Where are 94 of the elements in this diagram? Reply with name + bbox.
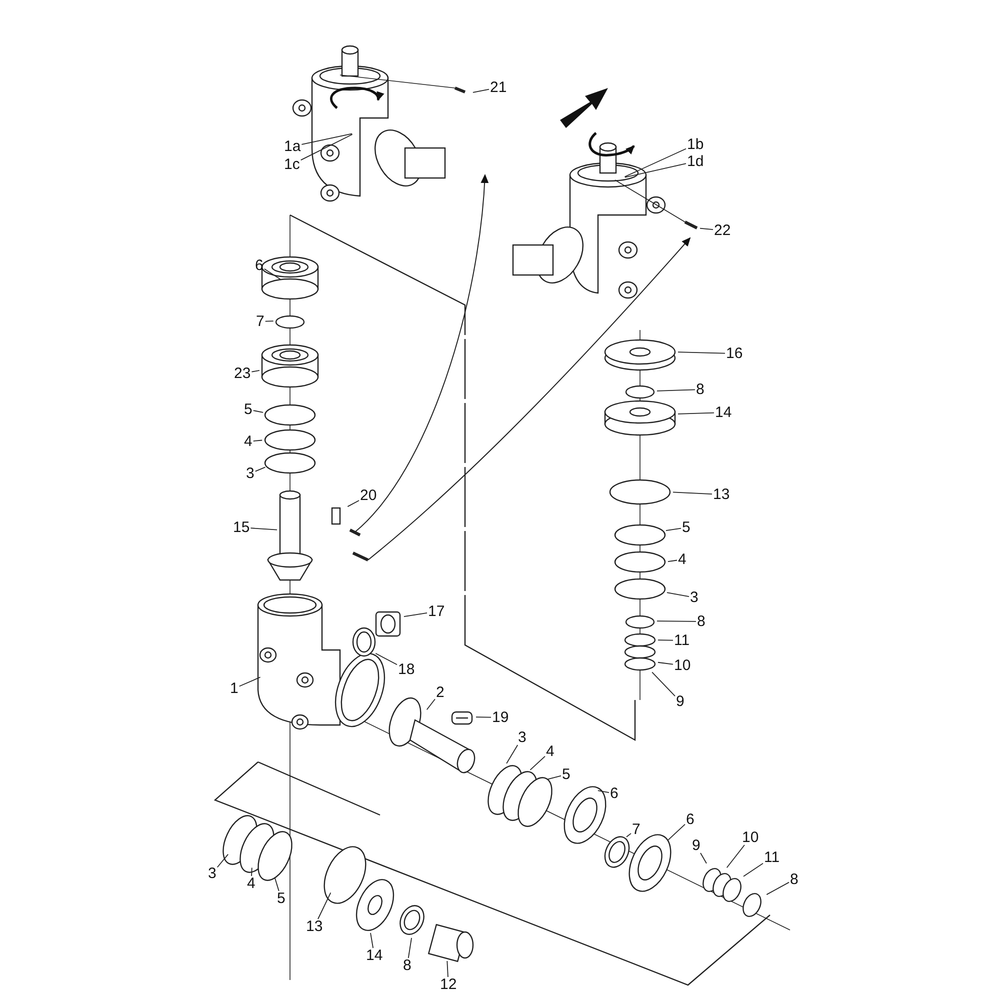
callout-number: 23 (234, 366, 251, 381)
leader-line (678, 412, 714, 414)
callout-number: 18 (398, 662, 415, 677)
callout-number: 8 (403, 958, 412, 973)
callout-number: 1 (230, 681, 238, 696)
callout-number: 21 (490, 80, 507, 95)
leader-line (743, 862, 764, 877)
leader-line (678, 352, 726, 354)
callout-number: 4 (546, 744, 554, 759)
leader-line (658, 640, 674, 641)
leader-line (506, 744, 518, 764)
leader-line (700, 228, 714, 230)
callout-number: 2 (436, 685, 444, 700)
leader-line (476, 716, 492, 718)
leader-line (251, 370, 260, 372)
callout-number: 3 (246, 466, 254, 481)
leader-line (547, 775, 562, 780)
callout-number: 1b (687, 137, 704, 152)
callout-number: 6 (686, 812, 694, 827)
callout-number: 22 (714, 223, 731, 238)
callout-number: 6 (255, 258, 264, 273)
callout-number: 8 (697, 614, 706, 629)
leader-line (624, 163, 686, 178)
leader-line (598, 790, 610, 793)
callout-number: 14 (715, 405, 732, 420)
callout-number: 10 (674, 658, 691, 673)
leader-line (658, 662, 674, 665)
callout-number: 7 (632, 822, 640, 837)
callout-number: 5 (277, 891, 286, 906)
callout-number: 5 (682, 520, 690, 535)
leader-line (375, 652, 398, 666)
callout-number: 12 (440, 977, 457, 992)
callout-number: 3 (208, 866, 216, 881)
leader-line (250, 528, 278, 530)
callout-number: 15 (233, 520, 250, 535)
callout-number: 19 (492, 710, 509, 725)
leader-line (530, 756, 546, 770)
callout-number: 9 (676, 694, 684, 709)
leader-line (404, 612, 428, 617)
leader-line (216, 854, 229, 868)
leader-line (446, 960, 448, 978)
leader-line (264, 320, 274, 322)
leader-line (666, 592, 690, 597)
leader-line (274, 877, 280, 892)
callout-number: 4 (247, 876, 256, 891)
leader-line (666, 528, 682, 531)
callout-number: 1a (284, 139, 301, 154)
callout-number: 5 (562, 767, 570, 782)
leader-line (726, 844, 745, 868)
leader-line (264, 268, 281, 280)
callout-number: 8 (696, 382, 704, 397)
leader-line (624, 148, 686, 178)
callout-number: 13 (713, 487, 730, 502)
leader-line (766, 882, 790, 895)
callout-number: 3 (690, 590, 698, 605)
leader-line (251, 867, 252, 876)
leader-line (656, 620, 696, 622)
leader-line (700, 852, 707, 864)
leader-line (668, 824, 686, 840)
callout-number: 9 (692, 838, 700, 853)
leader-line (254, 466, 266, 472)
leader-line (300, 134, 353, 160)
callout-number: 1c (284, 157, 300, 172)
leader-line (370, 932, 374, 948)
callout-number: 7 (256, 314, 264, 329)
callout-number: 3 (518, 730, 526, 745)
leader-line (652, 672, 676, 697)
callout-number: 14 (366, 948, 383, 963)
callout-number: 11 (764, 850, 780, 865)
leader-line (426, 698, 436, 710)
callout-number: 20 (360, 488, 377, 503)
callout-number: 17 (428, 604, 445, 619)
leader-line (656, 389, 696, 392)
callout-number: 10 (742, 830, 759, 845)
callout-number: 4 (244, 434, 252, 449)
leader-line (301, 133, 353, 145)
leader-line (238, 676, 261, 687)
callout-number: 6 (610, 786, 618, 801)
callout-number: 8 (790, 872, 798, 887)
callout-number: 16 (726, 346, 743, 361)
leader-line (668, 560, 678, 562)
callout-number: 1d (687, 154, 704, 169)
leader-line (472, 88, 490, 93)
leader-line (347, 500, 360, 508)
leader-line (626, 832, 632, 838)
leader-line (408, 938, 412, 958)
callout-number: 5 (244, 402, 252, 417)
leader-line (318, 892, 332, 920)
leader-line (252, 440, 263, 442)
callout-number: 11 (674, 633, 690, 648)
callout-number: 13 (306, 919, 323, 934)
leader-line (672, 492, 712, 494)
callout-number: 4 (678, 552, 686, 567)
leader-line (252, 410, 264, 413)
